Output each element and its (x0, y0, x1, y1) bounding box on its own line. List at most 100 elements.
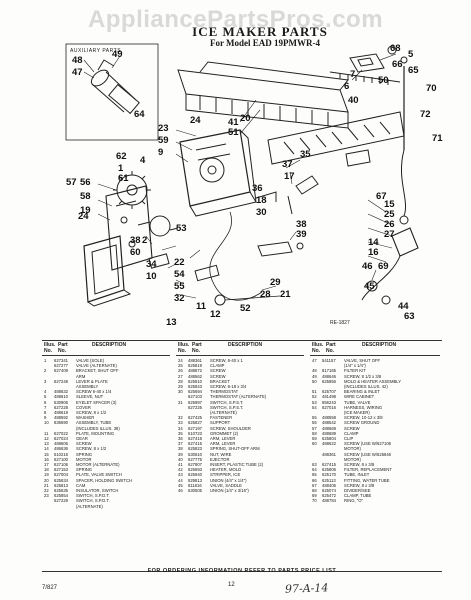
part-no-cell: 627153 (54, 467, 68, 473)
description-cell: CLAMP (210, 363, 225, 369)
description-cell: GEAR (76, 436, 88, 442)
ice-stripper (267, 111, 405, 165)
callout-24b: 24 (78, 211, 89, 222)
description-cell: SCREW, 8 x 1/2 (76, 410, 107, 416)
illus-no-cell: 30 (178, 389, 183, 395)
part-no-cell: 488361 (188, 358, 202, 363)
wiring-harness (209, 211, 304, 301)
illus-no-cell: 17 (44, 462, 49, 468)
description-cell: SLEEVE, NUT (76, 394, 104, 400)
part-no-cell: 627225 (188, 404, 202, 410)
part-no-cell: 627277 (54, 363, 68, 369)
part-no-cell: 625694 (188, 389, 202, 395)
callout-40: 40 (348, 95, 359, 106)
illus-no-cell: 25 (178, 363, 183, 369)
illus-no-cell: 39 (178, 451, 183, 457)
illus-no-cell: 50 (312, 378, 317, 384)
description-cell: (ICE MAKER) (344, 410, 370, 416)
illus-no-cell: 56 (312, 420, 317, 426)
part-no-cell: 625843 (188, 384, 202, 390)
description-cell: CLAMP, TUBE (344, 493, 372, 499)
callout-27: 27 (384, 229, 395, 240)
illus-no-cell: 36 (178, 436, 183, 442)
part-no-cell: 529813 (188, 477, 202, 483)
table-row: (INCLUDES ILLUS. 38) (44, 426, 172, 431)
description-cell: CLAMP (344, 430, 359, 436)
illus-no-cell: 3 (44, 378, 47, 384)
illus-no-cell: 69 (312, 493, 317, 499)
part-no-cell: 625170 (322, 472, 336, 478)
description-cell: SPRING (76, 467, 93, 473)
callout-57: 57 (66, 177, 77, 188)
description-cell: ASSEMBLY (76, 384, 99, 390)
callout-25: 25 (384, 209, 395, 220)
part-no-cell: 488361 (322, 451, 336, 457)
description-cell: BRACKET (210, 378, 230, 384)
part-no-cell: 627341 (54, 358, 68, 363)
table-row: ARM (44, 374, 172, 379)
description-cell: MOLD & HEATER ASSEMBLY (344, 378, 402, 384)
part-no-cell: 541157 (322, 358, 336, 363)
callout-48: 48 (72, 55, 83, 66)
description-cell: VALVE, SHUT OFF (344, 358, 381, 363)
description-cell: LEVER & PLATE (76, 378, 108, 384)
part-no-cell: 625997 (188, 399, 202, 405)
illus-no-cell: 11 (44, 430, 49, 436)
description-cell: EJECTOR (210, 456, 230, 462)
part-no-cell: 627106 (54, 462, 68, 468)
part-no-cell: 488592 (54, 415, 68, 421)
switches (148, 253, 281, 306)
description-cell: SCREW, 6-40 x 1 (210, 358, 243, 363)
col-desc-1: DESCRIPTION (92, 342, 127, 348)
part-no-cell: 627103 (188, 394, 202, 400)
description-cell: NUT, WIRE (210, 451, 232, 457)
part-no-cell: 625113 (322, 477, 336, 483)
description-cell: MOTOR (76, 456, 92, 462)
part-no-cell: 510216 (54, 451, 68, 457)
part-no-cell: 625635 (54, 488, 68, 494)
description-cell: GROMMET (2) (210, 430, 239, 436)
illus-no-cell: 22 (44, 488, 49, 494)
part-no-cell: 627425 (188, 415, 202, 421)
figure-code: RE-1827 (330, 320, 350, 326)
description-cell: EYELET SPACER (3) (76, 399, 117, 405)
illus-no-cell: 66 (312, 477, 317, 483)
illus-no-cell: 8 (44, 410, 47, 416)
col-part-3: Part No. (326, 342, 336, 354)
exploded-diagram (65, 43, 419, 307)
part-no-cell: 627415 (322, 462, 336, 468)
description-cell: ARM (76, 373, 86, 379)
description-cell: SCREW, 8 x 1/2 (76, 446, 107, 452)
part-no-cell: 510723 (188, 430, 202, 436)
description-cell: BEARING & INLET (344, 389, 380, 395)
illus-no-cell: 26 (178, 368, 183, 374)
callout-12: 12 (210, 309, 221, 320)
illus-no-cell: 23 (44, 493, 49, 499)
callout-38b: 38 (130, 235, 141, 246)
description-cell: INSULATOR, SWITCH (76, 488, 119, 494)
callout-51: 51 (228, 127, 239, 138)
illus-no-cell: 53 (312, 399, 317, 405)
description-cell: COVER (76, 404, 91, 410)
table-row: MOTOR) (312, 446, 440, 451)
part-no-cell: 625804 (322, 436, 336, 442)
